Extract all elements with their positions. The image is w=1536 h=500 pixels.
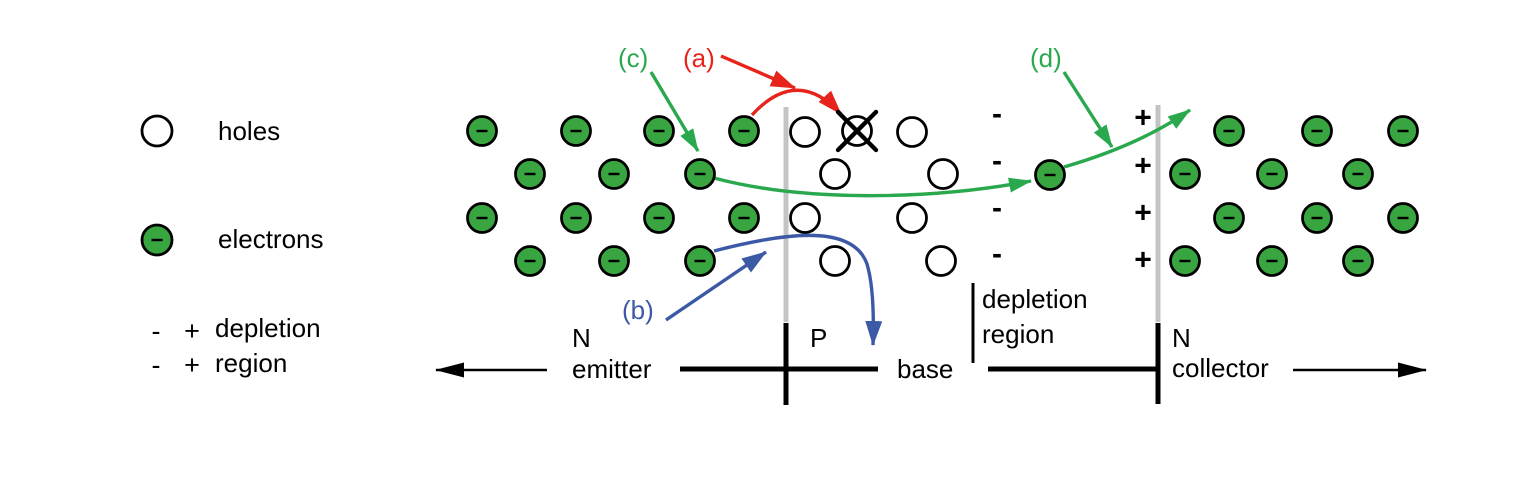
depletion-minus-symbol: - bbox=[992, 192, 1002, 225]
hole-dot bbox=[927, 158, 959, 190]
hole-dot bbox=[896, 116, 928, 148]
recombined-hole bbox=[835, 109, 879, 153]
depletion-plus-symbol: + bbox=[1134, 244, 1152, 277]
legend: holes electrons - + depletion - + region bbox=[140, 114, 324, 380]
legend-depletion-label-line1: depletion bbox=[215, 313, 321, 343]
region-axis bbox=[435, 283, 1427, 405]
depletion-plus-symbol: + bbox=[1134, 102, 1152, 135]
electron-injection-path bbox=[713, 176, 1032, 198]
legend-hole-icon bbox=[140, 114, 174, 148]
hole-dot bbox=[925, 245, 957, 277]
depletion-plus-symbol: + bbox=[1134, 197, 1152, 230]
depletion-minus-symbol: - bbox=[992, 98, 1002, 131]
collector-doping-label: N bbox=[1172, 323, 1191, 353]
recombination-arc bbox=[750, 88, 843, 117]
legend-electrons-label: electrons bbox=[218, 224, 324, 254]
electron-collection-path bbox=[1063, 108, 1191, 169]
base-holes-grid bbox=[789, 116, 959, 277]
base-transit-electron bbox=[1034, 159, 1066, 191]
recombination-x-icon bbox=[835, 109, 879, 153]
pointer-arrow-d bbox=[1062, 71, 1114, 148]
base-name-label: base bbox=[897, 354, 953, 384]
depletion-region-label-line1: depletion bbox=[982, 284, 1088, 314]
legend-depletion-label-line2: region bbox=[215, 348, 287, 378]
pointer-arrow-c bbox=[649, 71, 700, 152]
legend-plus-symbol-1: + bbox=[184, 316, 200, 346]
depletion-minus-symbol: - bbox=[992, 145, 1002, 178]
pointer-arrow-a bbox=[720, 54, 796, 90]
emitter-name-label: emitter bbox=[572, 354, 652, 384]
collector-name-label: collector bbox=[1172, 353, 1269, 383]
hole-dot bbox=[789, 116, 821, 148]
base-current-path bbox=[713, 233, 883, 346]
annotation-label-d: (d) bbox=[1030, 43, 1062, 73]
pointer-arrow-b bbox=[665, 250, 767, 322]
annotation-label-a: (a) bbox=[683, 43, 715, 73]
base-doping-label: P bbox=[810, 323, 827, 353]
legend-holes-label: holes bbox=[218, 116, 280, 146]
hole-dot bbox=[896, 202, 928, 234]
legend-minus-symbol-1: - bbox=[152, 316, 161, 346]
annotation-label-c: (c) bbox=[618, 43, 648, 73]
legend-plus-symbol-2: + bbox=[184, 350, 200, 380]
depletion-plus-symbol: + bbox=[1134, 150, 1152, 183]
hole-dot bbox=[819, 158, 851, 190]
emitter-electrons-grid bbox=[466, 115, 760, 277]
emitter-doping-label: N bbox=[572, 323, 591, 353]
depletion-region-label-line2: region bbox=[982, 319, 1054, 349]
depletion-plus-column: + + + + bbox=[1134, 102, 1152, 277]
depletion-minus-column: - - - - bbox=[992, 98, 1002, 271]
legend-minus-symbol-2: - bbox=[152, 350, 161, 380]
hole-dot bbox=[819, 245, 851, 277]
depletion-minus-symbol: - bbox=[992, 238, 1002, 271]
annotation-label-b: (b) bbox=[622, 295, 654, 325]
hole-dot bbox=[789, 202, 821, 234]
collector-electrons-grid bbox=[1169, 115, 1419, 277]
